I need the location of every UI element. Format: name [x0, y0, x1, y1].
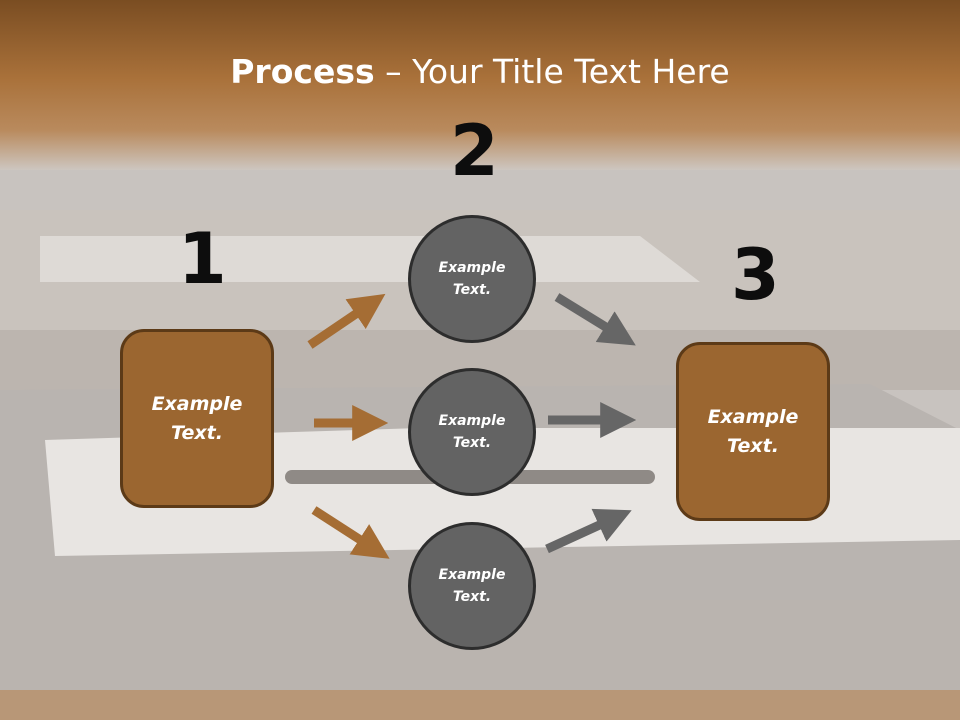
step-number-3: 3	[731, 234, 780, 316]
step-box-3-text: Example Text.	[707, 406, 799, 457]
title-bold: Process	[230, 52, 375, 91]
circle-bottom-text: Example Text.	[438, 566, 506, 605]
process-circle-top: Example Text.	[408, 215, 536, 343]
step-number-1: 1	[178, 218, 227, 300]
step-box-1-text: Example Text.	[151, 393, 243, 444]
step-box-3: Example Text.	[676, 342, 830, 521]
step-number-2: 2	[450, 110, 499, 192]
slide-title: Process – Your Title Text Here	[0, 52, 960, 91]
title-rest: – Your Title Text Here	[374, 52, 730, 91]
process-circle-middle: Example Text.	[408, 368, 536, 496]
process-circle-bottom: Example Text.	[408, 522, 536, 650]
circle-middle-text: Example Text.	[438, 412, 506, 451]
step-box-1: Example Text.	[120, 329, 274, 508]
circle-top-text: Example Text.	[438, 259, 506, 298]
